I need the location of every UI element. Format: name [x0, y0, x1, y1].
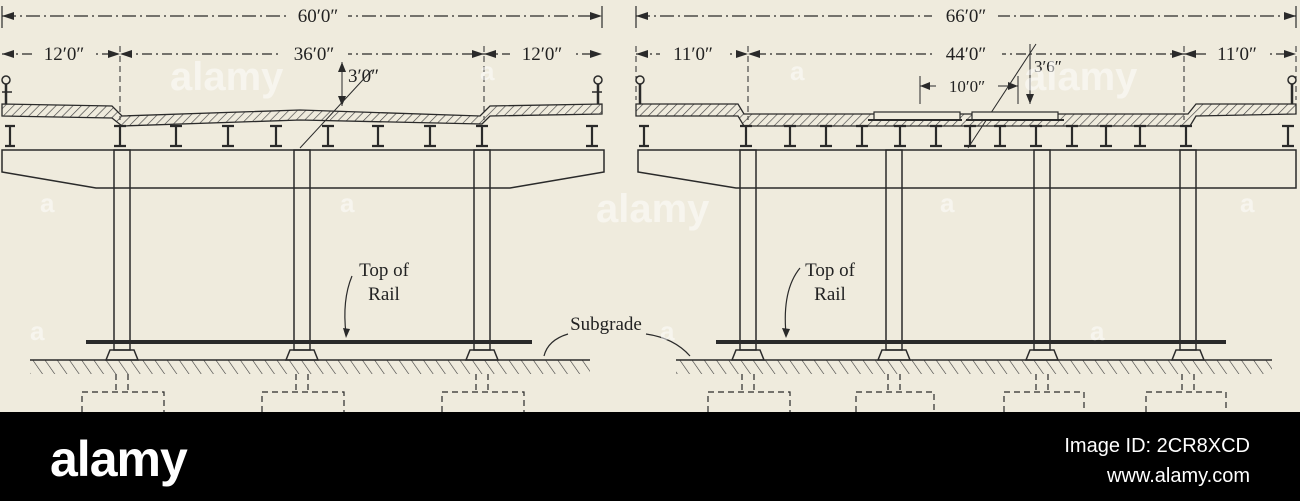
alamy-logo: alamy — [50, 431, 188, 487]
svg-text:Rail: Rail — [368, 284, 400, 305]
left-deck-slab — [1, 103, 603, 127]
svg-text:a: a — [480, 56, 495, 86]
svg-text:a: a — [660, 316, 675, 346]
right-section: 66′0″ 11′0″ 44′0″ 11′0″ — [635, 5, 1297, 412]
right-sub-dimensions: 11′0″ 44′0″ 11′0″ — [635, 43, 1297, 120]
right-ground-hatch — [676, 360, 1272, 374]
left-crown-dimension: 3′0″ — [299, 62, 379, 149]
svg-text:a: a — [790, 56, 805, 86]
right-overall-dimension: 66′0″ — [635, 5, 1297, 28]
subgrade-callout: Subgrade — [543, 314, 691, 357]
svg-text:Top of: Top of — [359, 260, 410, 281]
right-left-overhang-label: 11′0″ — [673, 44, 713, 65]
svg-text:alamy: alamy — [1024, 55, 1138, 99]
svg-text:Top of: Top of — [805, 260, 856, 281]
svg-text:a: a — [1240, 188, 1255, 218]
left-rail-label: Top of Rail — [343, 260, 410, 338]
right-railings — [635, 75, 1297, 104]
svg-text:Rail: Rail — [814, 284, 846, 305]
left-overall-dimension: 60′0″ — [1, 5, 603, 28]
right-right-overhang-label: 11′0″ — [1217, 44, 1257, 65]
right-beams — [639, 124, 1294, 148]
left-center-span-label: 36′0″ — [294, 44, 335, 65]
left-right-overhang-label: 12′0″ — [522, 44, 563, 65]
subgrade-label: Subgrade — [570, 314, 642, 335]
right-depth-label: 3′6″ — [1034, 57, 1062, 76]
svg-text:a: a — [340, 188, 355, 218]
right-overall-width-label: 66′0″ — [946, 6, 987, 27]
right-footings — [707, 374, 1227, 412]
watermark-footer-bar: alamy Image ID: 2CR8XCD www.alamy.com — [0, 412, 1300, 501]
right-center-span-label: 44′0″ — [946, 44, 987, 65]
left-section: 60′0″ 12′0″ 36′0″ 12′0″ 3′0″ — [1, 5, 605, 412]
site-url-text: www.alamy.com — [1107, 465, 1250, 487]
svg-text:a: a — [1090, 316, 1105, 346]
svg-text:a: a — [940, 188, 955, 218]
image-info: Image ID: 2CR8XCD www.alamy.com — [1064, 431, 1250, 491]
svg-text:a: a — [30, 316, 45, 346]
svg-text:alamy: alamy — [170, 55, 284, 99]
left-beams — [5, 124, 598, 148]
right-track-spacing-label: 10′0″ — [949, 77, 985, 96]
watermark: alamy alamy alamy a a a a a a a a a — [30, 55, 1255, 346]
left-sub-dimensions: 12′0″ 36′0″ 12′0″ — [2, 43, 602, 120]
svg-text:alamy: alamy — [596, 187, 710, 231]
left-footings — [81, 374, 525, 412]
left-overall-width-label: 60′0″ — [298, 6, 339, 27]
left-crown-height-label: 3′0″ — [348, 66, 379, 87]
image-id-text: Image ID: 2CR8XCD — [1064, 435, 1250, 457]
right-deck-slab — [635, 103, 1297, 127]
right-cap-beam — [637, 149, 1297, 189]
left-left-overhang-label: 12′0″ — [44, 44, 85, 65]
right-rail-label: Top of Rail — [782, 260, 856, 338]
left-ground-hatch — [30, 360, 590, 374]
right-columns — [730, 149, 1206, 361]
svg-text:a: a — [40, 188, 55, 218]
right-track-dimensions: 10′0″ 3′6″ — [919, 43, 1062, 149]
left-columns — [104, 149, 500, 361]
left-railings — [1, 75, 603, 104]
left-cap-beam — [1, 149, 605, 189]
bridge-cross-section-drawing: 60′0″ 12′0″ 36′0″ 12′0″ 3′0″ — [1, 5, 1297, 412]
